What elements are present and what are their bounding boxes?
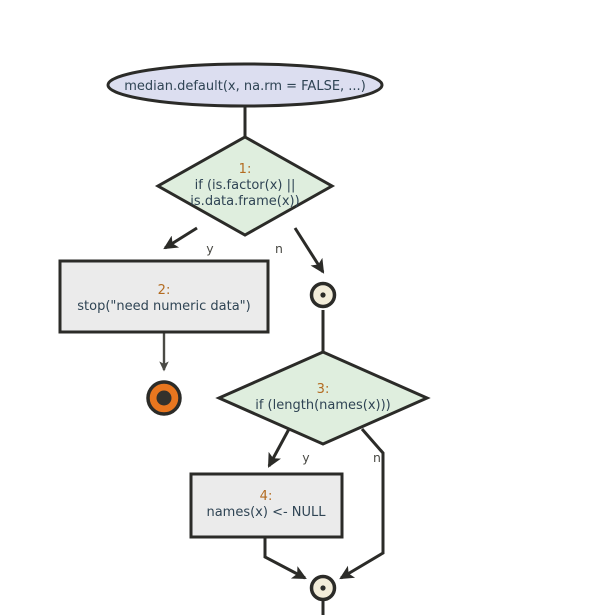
stop-inner-dot [156, 390, 172, 406]
node-process-2[interactable]: 2: stop("need numeric data") [58, 259, 270, 334]
process4-rect-shape [189, 472, 344, 539]
process2-number: 2: [158, 283, 171, 298]
node-junction-a[interactable] [309, 281, 337, 309]
junction-a-inner-dot [320, 292, 326, 298]
edge-label-decision3-no: n [373, 450, 381, 465]
decision1-code-line-2: is.data.frame(x)) [190, 194, 299, 209]
node-decision-3[interactable]: 3: if (length(names(x))) [215, 350, 431, 446]
decision1-number: 1: [239, 162, 252, 177]
edge-decision3-yes-to-process4 [267, 428, 291, 468]
start-ellipse-shape [106, 62, 384, 108]
edge-label-decision1-yes: y [206, 241, 214, 256]
process2-rect-shape [58, 259, 270, 334]
process4-number: 4: [260, 489, 273, 504]
node-start[interactable]: median.default(x, na.rm = FALSE, ...) [106, 62, 384, 108]
node-process-4[interactable]: 4: names(x) <- NULL [189, 472, 344, 539]
process2-code-line-1: stop("need numeric data") [77, 299, 250, 314]
decision3-diamond-shape [215, 350, 431, 446]
node-junction-b[interactable] [309, 574, 337, 602]
decision3-code-line-1: if (length(names(x))) [255, 398, 391, 413]
junction-b-inner-dot [320, 585, 326, 591]
node-stop-terminal[interactable] [146, 380, 182, 416]
decision1-code-line-1: if (is.factor(x) || [195, 178, 296, 193]
edge-decision1-no-to-junction-a [293, 227, 325, 274]
decision1-diamond-shape [154, 135, 336, 237]
edge-label-decision3-yes: y [302, 450, 310, 465]
edge-decision1-yes-to-process2 [163, 226, 198, 250]
decision3-number: 3: [317, 382, 330, 397]
edge-label-decision1-no: n [275, 241, 283, 256]
process4-code-line-1: names(x) <- NULL [206, 505, 326, 520]
node-decision-1[interactable]: 1: if (is.factor(x) || is.data.frame(x)) [154, 135, 336, 237]
start-label: median.default(x, na.rm = FALSE, ...) [124, 79, 366, 94]
edge-process4-to-junction-b [263, 537, 307, 580]
edge-decision3-no-to-junction-b [339, 428, 385, 580]
